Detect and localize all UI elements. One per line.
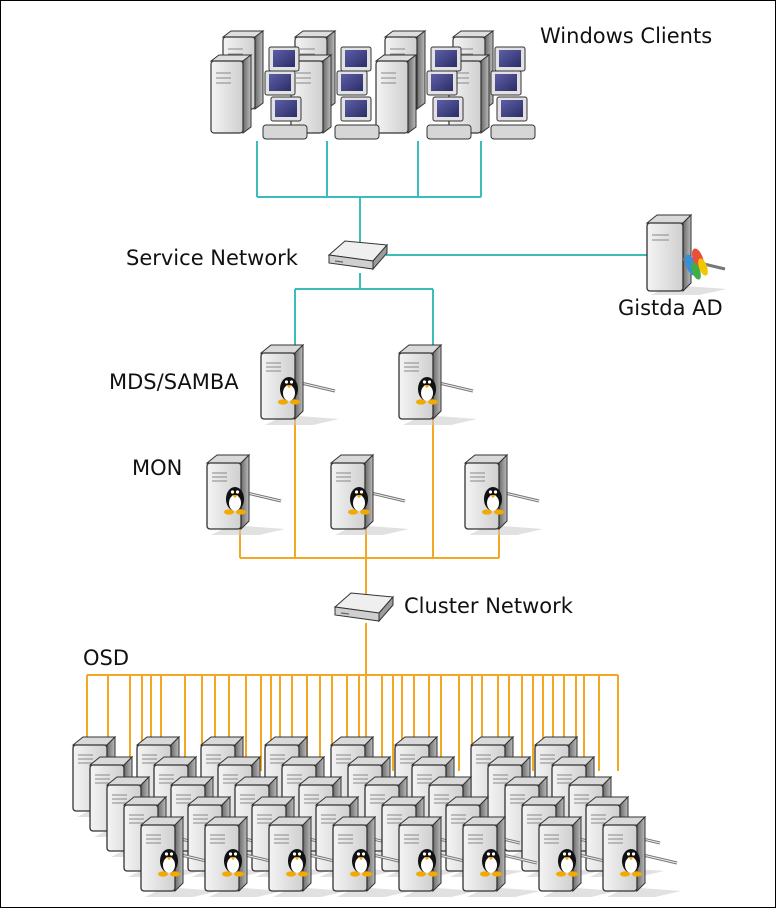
osd-server	[601, 815, 683, 899]
osd-label: OSD	[83, 646, 129, 670]
windows-clients-label: Windows Clients	[540, 24, 712, 48]
gistda-ad-server-icon	[645, 213, 729, 297]
mon-server-3	[463, 453, 545, 537]
windows-clients-group	[210, 30, 536, 140]
osd-server-farm	[71, 735, 683, 899]
service-network-label: Service Network	[126, 246, 299, 270]
service-network-links	[256, 141, 689, 347]
mon-label: MON	[132, 456, 182, 480]
mds-samba-server-2	[397, 343, 479, 427]
cluster-switch-icon	[334, 592, 394, 622]
mon-server-2	[329, 453, 411, 537]
service-switch-icon	[328, 240, 388, 270]
mds-samba-label: MDS/SAMBA	[109, 370, 239, 394]
gistda-ad-label: Gistda AD	[618, 296, 723, 320]
cluster-network-label: Cluster Network	[404, 594, 574, 618]
mds-samba-server-1	[259, 343, 341, 427]
mon-server-1	[205, 453, 287, 537]
